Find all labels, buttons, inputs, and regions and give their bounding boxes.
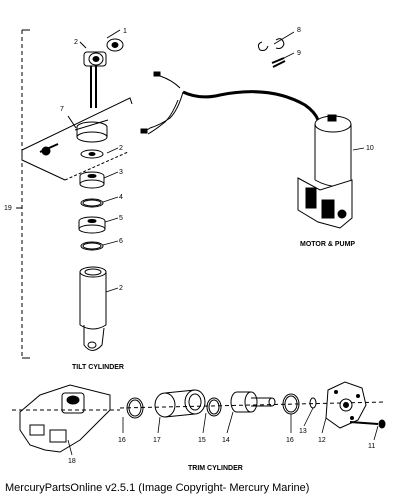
piston-14 — [230, 391, 276, 413]
callout-5: 5 — [119, 215, 123, 222]
tilt-plate-7 — [21, 97, 133, 181]
caption-tilt-cylinder: TILT CYLINDER — [72, 364, 124, 371]
callout-4: 4 — [119, 194, 123, 201]
screw-11 — [349, 419, 386, 429]
leader-lines — [67, 31, 379, 456]
oring-15 — [206, 397, 222, 417]
oring-6 — [80, 241, 104, 251]
footer-copyright: MercuryPartsOnline v2.5.1 (Image Copyrig… — [5, 482, 310, 494]
callout-14: 14 — [222, 437, 230, 444]
callout-1: 1 — [123, 28, 127, 35]
pin-bushing-part — [79, 29, 124, 108]
end-cap-12 — [325, 381, 367, 429]
bracket-19 — [16, 29, 30, 359]
callout-19: 19 — [4, 205, 12, 212]
oring-4 — [80, 198, 104, 208]
callout-16b: 16 — [286, 437, 294, 444]
ring-13 — [309, 397, 317, 409]
callout-10: 10 — [366, 145, 374, 152]
piston-3 — [79, 171, 105, 189]
callout-8: 8 — [297, 27, 301, 34]
callout-6: 6 — [119, 238, 123, 245]
washer-2 — [80, 149, 104, 159]
callout-7: 7 — [60, 106, 64, 113]
cylinder-cap — [74, 119, 109, 143]
callout-16a: 16 — [118, 437, 126, 444]
callout-13: 13 — [299, 428, 307, 435]
callout-17: 17 — [153, 437, 161, 444]
caption-trim-cylinder: TRIM CYLINDER — [188, 465, 243, 472]
tilt-cylinder-body — [79, 266, 107, 351]
callout-15: 15 — [198, 437, 206, 444]
callout-9: 9 — [297, 50, 301, 57]
motor-pump-assembly — [140, 71, 353, 229]
trim-housing-18 — [12, 384, 120, 453]
callout-12: 12 — [318, 437, 326, 444]
callout-3: 3 — [119, 169, 123, 176]
callout-11: 11 — [368, 443, 375, 450]
clamp-parts — [257, 38, 286, 68]
screw-part — [39, 143, 59, 156]
callout-18: 18 — [68, 458, 76, 465]
trim-centerline — [119, 401, 386, 409]
callout-2c: 2 — [119, 285, 123, 292]
callout-2b: 2 — [119, 145, 123, 152]
sleeve-17 — [154, 389, 206, 418]
piston-5 — [78, 216, 106, 234]
callout-2a: 2 — [74, 39, 78, 46]
caption-motor-pump: MOTOR & PUMP — [300, 241, 355, 248]
